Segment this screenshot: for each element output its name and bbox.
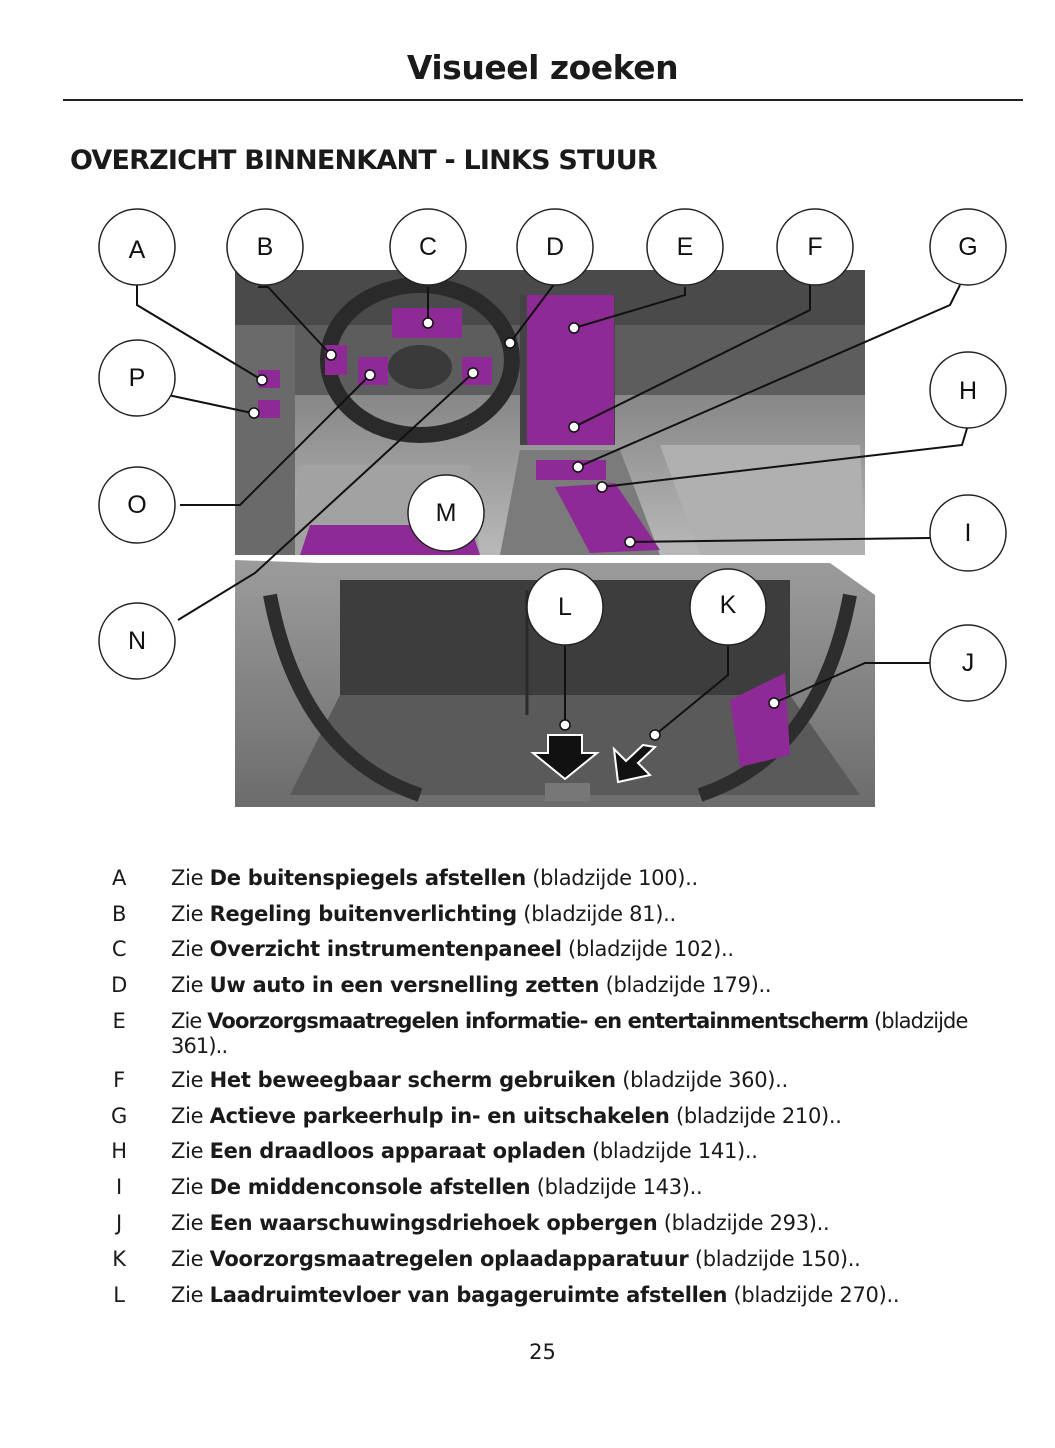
legend-link[interactable]: Een draadloos apparaat opladen xyxy=(209,1139,586,1163)
callout-n xyxy=(98,602,176,680)
page-title: Visueel zoeken xyxy=(406,48,679,87)
legend-text: Zie Het beweegbaar scherm gebruiken (bla… xyxy=(171,1068,788,1092)
callout-label: B xyxy=(257,233,274,261)
legend-link[interactable]: Regeling buitenverlichting xyxy=(209,902,518,926)
interior-overview-figure: A B C D E F G P H O M I L K N J xyxy=(0,195,1055,835)
callout-p xyxy=(98,339,176,417)
callout-f xyxy=(776,208,854,286)
legend-letter: K xyxy=(112,1247,126,1271)
legend-letter: H xyxy=(111,1139,127,1163)
callout-label: O xyxy=(127,491,146,519)
callout-c xyxy=(389,208,467,286)
callout-label: M xyxy=(436,499,457,527)
callout-k xyxy=(689,568,767,646)
arrow-diagonal-icon xyxy=(612,743,658,784)
legend-text: Zie Overzicht instrumentenpaneel (bladzi… xyxy=(171,937,734,961)
legend-letter: A xyxy=(111,866,127,890)
arrow-down-icon xyxy=(530,734,600,781)
legend-letter: C xyxy=(111,937,127,961)
callout-m xyxy=(407,474,485,552)
callout-circles xyxy=(98,208,1007,702)
callout-g xyxy=(929,208,1007,286)
callout-label: L xyxy=(558,593,572,621)
callout-label: G xyxy=(958,233,977,261)
callout-e xyxy=(646,208,724,286)
highlight-warning-triangle-storage xyxy=(730,673,790,767)
legend-link[interactable]: Het beweegbaar scherm gebruiken xyxy=(209,1068,617,1092)
legend-text: Zie Voorzorgsmaatregelen oplaadapparatuu… xyxy=(171,1247,861,1271)
callout-label: H xyxy=(959,377,977,405)
legend-text: Zie Laadruimtevloer van bagageruimte afs… xyxy=(171,1283,900,1307)
callout-label: E xyxy=(677,233,694,261)
legend-text: Zie Voorzorgsmaatregelen informatie- en … xyxy=(171,1009,968,1058)
section-title: OVERZICHT BINNENKANT - LINKS STUUR xyxy=(70,145,658,176)
callout-labels: A B C D E F G P H O M I L K N J xyxy=(127,233,977,677)
legend-link[interactable]: Overzicht instrumentenpaneel xyxy=(209,937,562,961)
legend-text: Zie De middenconsole afstellen (bladzijd… xyxy=(171,1175,703,1199)
callout-label: C xyxy=(419,233,437,261)
callout-i xyxy=(929,494,1007,572)
legend-letter: J xyxy=(116,1211,122,1235)
legend-text: Zie Een waarschuwingsdriehoek opbergen (… xyxy=(171,1211,830,1235)
leader-lines xyxy=(136,280,969,736)
legend-text: Zie Een draadloos apparaat opladen (blad… xyxy=(171,1139,758,1163)
callout-label: F xyxy=(807,233,822,261)
legend-link[interactable]: Actieve parkeerhulp in- en uitschakelen xyxy=(209,1104,670,1128)
legend-link[interactable]: Voorzorgsmaatregelen oplaadapparatuur xyxy=(209,1247,689,1271)
header-divider xyxy=(63,99,1023,101)
highlight-window-control xyxy=(258,400,280,418)
interior-illustration: A B C D E F G P H O M I L K N J xyxy=(98,208,1007,807)
legend-link[interactable]: Laadruimtevloer van bagageruimte afstell… xyxy=(209,1283,728,1307)
callout-label: J xyxy=(962,649,975,677)
legend-link[interactable]: De middenconsole afstellen xyxy=(209,1175,531,1199)
callout-label: K xyxy=(720,591,737,619)
callout-label: I xyxy=(965,519,972,547)
callout-label: N xyxy=(128,627,146,655)
legend-text: Zie Actieve parkeerhulp in- en uitschake… xyxy=(171,1104,842,1128)
legend-text: Zie Regeling buitenverlichting (bladzijd… xyxy=(171,902,676,926)
legend-link[interactable]: Uw auto in een versnelling zetten xyxy=(209,973,600,997)
legend-link[interactable]: De buitenspiegels afstellen xyxy=(209,866,527,890)
callout-l xyxy=(526,568,604,646)
legend-letter: I xyxy=(116,1175,122,1199)
callout-label: P xyxy=(129,364,146,392)
legend-letter: F xyxy=(113,1068,125,1092)
highlight-center-console xyxy=(555,483,660,553)
legend-text: Zie De buitenspiegels afstellen (bladzij… xyxy=(171,866,698,890)
legend-letter: L xyxy=(113,1283,125,1307)
callout-o xyxy=(98,466,176,544)
highlight-movable-screen xyxy=(536,460,606,480)
legend-letter: D xyxy=(111,973,127,997)
callout-j xyxy=(929,624,1007,702)
callout-h xyxy=(929,351,1007,429)
legend-letter: E xyxy=(112,1009,126,1033)
leader-dots xyxy=(248,317,780,741)
legend-link[interactable]: Voorzorgsmaatregelen informatie- en ente… xyxy=(207,1009,869,1033)
trunk-arrows xyxy=(530,734,658,784)
legend-letter: G xyxy=(111,1104,127,1128)
legend-letter: B xyxy=(111,902,127,926)
callout-label: A xyxy=(129,236,146,264)
callout-label: D xyxy=(546,233,564,261)
callout-a xyxy=(98,208,176,286)
legend-link[interactable]: Een waarschuwingsdriehoek opbergen xyxy=(209,1211,658,1235)
page-number: 25 xyxy=(529,1340,556,1364)
callout-d xyxy=(516,208,594,286)
legend-text: Zie Uw auto in een versnelling zetten (b… xyxy=(171,973,772,997)
callout-b xyxy=(226,208,304,286)
